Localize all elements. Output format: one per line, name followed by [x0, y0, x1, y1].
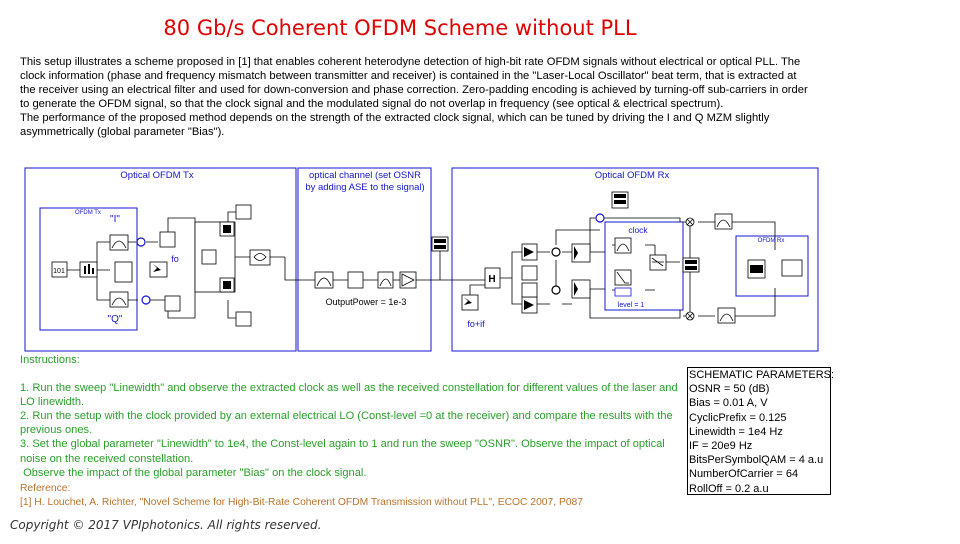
rx-tia-top-block[interactable] [571, 243, 591, 263]
rx-pd-mid1-block[interactable] [521, 265, 538, 281]
channel-box-label: optical channel (set OSNR by adding ASE … [305, 170, 425, 193]
q-label: "Q" [108, 314, 123, 325]
ofdm-scope-block[interactable] [114, 261, 133, 283]
rx-box-label: Optical OFDM Rx [595, 170, 670, 181]
parameter-rolloff: RollOff = 0.2 a.u [689, 482, 769, 495]
rx-pd-mid2-block[interactable] [521, 282, 538, 298]
channel-filter-block[interactable] [314, 271, 334, 289]
parameter-bias: Bias = 0.01 A, V [689, 397, 768, 410]
i-filter-block[interactable] [109, 234, 129, 251]
channel-galaxy-box[interactable] [297, 167, 432, 352]
schematic-parameters: SCHEMATIC PARAMETERS: OSNR = 50 (dB) Bia… [687, 367, 835, 495]
tx-box-label: Optical OFDM Tx [120, 170, 193, 181]
description-paragraph-1: This setup illustrates a scheme proposed… [20, 56, 808, 110]
instruction-item-4: Observe the impact of the global paramet… [20, 466, 367, 479]
tx-galaxy-box[interactable] [24, 167, 297, 352]
clock-level-block[interactable] [614, 287, 632, 297]
channel-osnr-block[interactable] [347, 271, 364, 289]
q-driver-block[interactable] [164, 295, 181, 312]
description: This setup illustrates a scheme proposed… [20, 56, 810, 139]
page-title: 80 Gb/s Coherent OFDM Scheme without PLL [163, 16, 637, 40]
schematic-diagram: Optical OFDM Tx OFDM Tx "I" "Q" fo 101 O… [24, 167, 819, 352]
parameter-linewidth: Linewidth = 1e4 Hz [689, 425, 783, 438]
rx-phase-node-bottom[interactable] [551, 285, 561, 295]
instruction-item-2: 2. Run the setup with the clock provided… [20, 410, 673, 437]
parameter-cyclic-prefix: CyclicPrefix = 0.125 [689, 411, 787, 424]
rx-inner-box[interactable] [735, 235, 809, 297]
rx-galaxy-box[interactable] [451, 167, 819, 352]
phase-shift-block[interactable] [201, 249, 217, 265]
foif-label: fo+if [467, 319, 485, 329]
clock-filter-block[interactable] [614, 237, 632, 254]
coupler-block[interactable] [249, 249, 271, 266]
parameter-if: IF = 20e9 Hz [689, 440, 753, 453]
rx-inner-label: OFDM Rx [758, 238, 785, 244]
clock-filter2-block[interactable] [614, 269, 632, 286]
reference-text: [1] H. Louchet, A. Richter, "Novel Schem… [20, 496, 584, 508]
tx-probe-top-block[interactable] [235, 204, 252, 220]
tx-probe-bottom-block[interactable] [235, 311, 252, 327]
parameter-osnr: OSNR = 50 (dB) [689, 383, 770, 396]
copyright: Copyright © 2017 VPIphotonics. All right… [10, 518, 322, 532]
parameter-bits-per-symbol: BitsPerSymbolQAM = 4 a.u [689, 454, 824, 467]
bit-source-block[interactable] [51, 261, 68, 278]
channel-amplifier-block[interactable] [399, 271, 417, 289]
rx-tia-bottom-block[interactable] [571, 279, 591, 299]
instructions-heading: Instructions: [20, 354, 80, 366]
q-filter-block[interactable] [109, 291, 129, 308]
i-label: "I" [110, 214, 120, 225]
description-paragraph-2: The performance of the proposed method d… [20, 111, 770, 138]
output-power-label: OutputPower = 1e-3 [326, 297, 407, 307]
clock-box[interactable] [604, 221, 684, 311]
bit-source-text: 101 [53, 268, 65, 275]
rx-constellation-block[interactable] [781, 259, 803, 277]
hybrid-label: H [488, 274, 495, 285]
rx-lp-top-block[interactable] [714, 213, 733, 230]
parameter-number-of-carrier: NumberOfCarrier = 64 [689, 468, 799, 481]
reference: Reference: [1] H. Louchet, A. Richter, "… [20, 482, 680, 509]
reference-heading: Reference: [20, 483, 71, 494]
i-driver-block[interactable] [159, 231, 176, 248]
clock-label: clock [628, 225, 648, 235]
tx-inner-box[interactable] [39, 207, 138, 331]
level-label: level = 1 [618, 302, 644, 309]
instructions: Instructions: 1. Run the sweep "Linewidt… [20, 353, 680, 480]
channel-bandpass-block[interactable] [377, 271, 394, 289]
q-phase-node[interactable] [141, 295, 151, 305]
fo-label: fo [171, 254, 179, 264]
tx-inner-label: OFDM Tx [75, 210, 101, 216]
i-phase-node[interactable] [136, 237, 146, 247]
hybrid-block[interactable] [484, 267, 501, 289]
rx-lp-bottom-block[interactable] [717, 307, 736, 324]
rx-clock-node[interactable] [595, 213, 605, 223]
rx-phase-node-top[interactable] [551, 247, 561, 257]
parameters-heading: SCHEMATIC PARAMETERS: [689, 369, 835, 381]
instruction-item-1: 1. Run the sweep "Linewidth" and observe… [20, 382, 678, 409]
instruction-item-3: 3. Set the global parameter "Linewidth" … [20, 438, 665, 465]
